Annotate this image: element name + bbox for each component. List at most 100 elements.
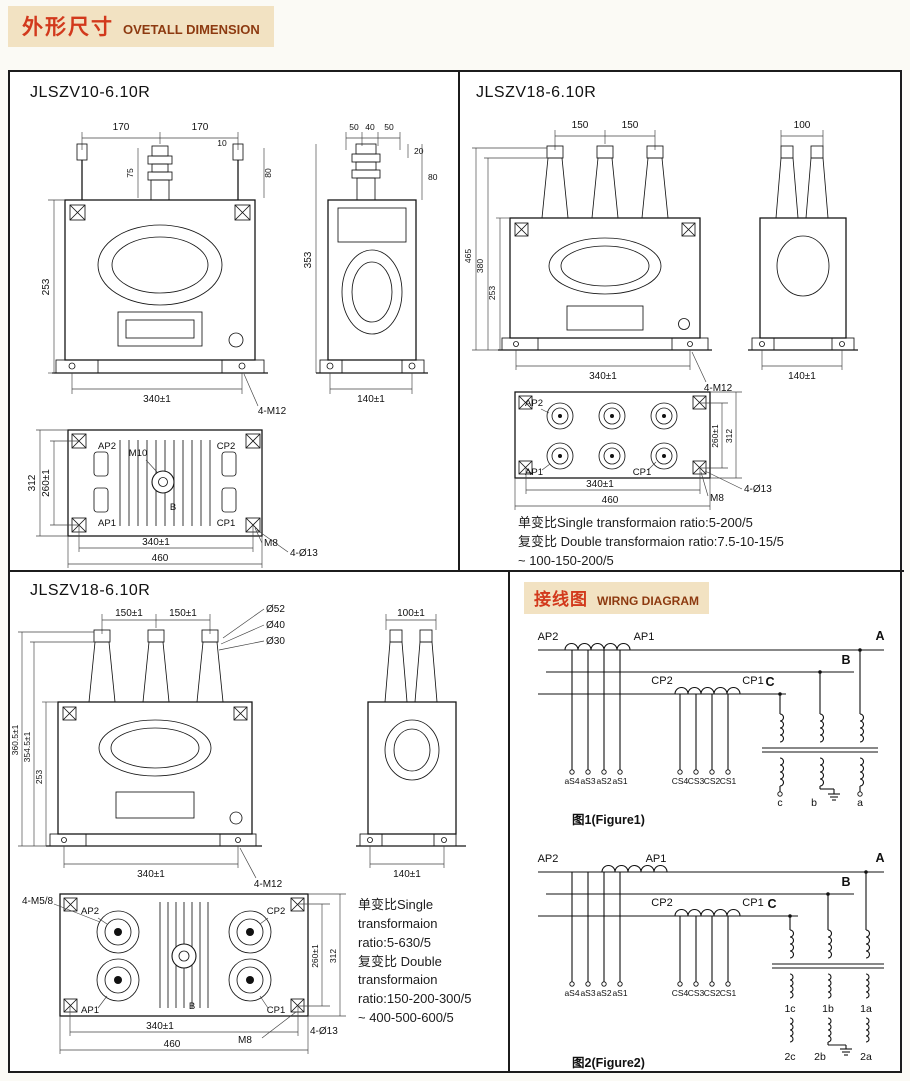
dim-label: 140±1 bbox=[357, 394, 385, 405]
terminal-label: B bbox=[170, 502, 176, 513]
winding-label: AP2 bbox=[538, 853, 559, 865]
ratio-line: ~ 400-500-600/5 bbox=[358, 1010, 454, 1026]
winding-label: CP1 bbox=[742, 675, 763, 687]
dim-label: 460 bbox=[152, 553, 169, 564]
phase-label: A bbox=[875, 851, 884, 865]
bolt-callout: 4-M12 bbox=[254, 879, 283, 890]
dim-label: 380 bbox=[475, 259, 485, 273]
dim-label: 50 bbox=[349, 122, 359, 132]
output-label: 1b bbox=[822, 1003, 834, 1015]
jlszv18-dimension-drawing: 150 150 465 380 253 340±1 bbox=[463, 120, 858, 510]
dim-label: 340±1 bbox=[143, 394, 171, 405]
terminal-label: AP1 bbox=[98, 518, 116, 529]
output-label: 1c bbox=[784, 1003, 795, 1015]
dim-label: 312 bbox=[724, 429, 734, 443]
dim-label: 253 bbox=[41, 278, 52, 295]
dim-label: 340±1 bbox=[142, 537, 170, 548]
tap-label: aS3 bbox=[580, 776, 595, 786]
terminal-label: CP2 bbox=[267, 906, 285, 917]
plan-view: 4-M5/8 AP2 CP2 AP1 CP1 B 260±1 312 340±1… bbox=[22, 893, 346, 1054]
winding-label: AP1 bbox=[634, 631, 655, 643]
ratio-line: 复变比 Double bbox=[358, 953, 442, 969]
dim-label: 460 bbox=[164, 1039, 181, 1050]
dim-label: 80 bbox=[428, 172, 438, 182]
phase-label: C bbox=[767, 897, 776, 911]
output-label: 1a bbox=[860, 1003, 872, 1015]
hole-callout: 4-Ø13 bbox=[744, 484, 772, 495]
wiring-title-zh: 接线图 bbox=[534, 590, 588, 609]
panel-wiring: 接线图 WIRNG DIAGRAM AP2 AP1 A B CP2 CP1 C bbox=[510, 572, 904, 1071]
output-label: c bbox=[777, 797, 782, 809]
tap-label: aS2 bbox=[596, 988, 611, 998]
dim-label: 10 bbox=[217, 138, 227, 148]
bolt-callout: M8 bbox=[238, 1035, 252, 1046]
dim-label: 50 bbox=[384, 122, 394, 132]
dim-label: 80 bbox=[263, 168, 273, 178]
dim-label: 140±1 bbox=[393, 869, 421, 880]
ratio-line: ratio:5-630/5 bbox=[358, 934, 431, 950]
tap-label: aS4 bbox=[564, 988, 579, 998]
ratio-note: 单变比Single transformaion ratio:5-200/5 复变… bbox=[518, 514, 896, 571]
dim-label: 40 bbox=[365, 122, 375, 132]
terminal-label: AP2 bbox=[98, 441, 116, 452]
dim-label: 465 bbox=[463, 249, 473, 263]
bolt-callout: 4-M5/8 bbox=[22, 896, 54, 907]
model-number: JLSZV18-6.10R bbox=[30, 582, 151, 599]
dim-label: 20 bbox=[414, 146, 424, 156]
tap-label: aS2 bbox=[596, 776, 611, 786]
winding-label: AP1 bbox=[646, 853, 667, 865]
side-view: 100 140±1 bbox=[748, 120, 858, 382]
tap-label: CS1 bbox=[720, 988, 737, 998]
hole-callout: 4-Ø13 bbox=[310, 1026, 338, 1037]
bolt-callout: 4-M12 bbox=[258, 406, 287, 417]
figure-caption: 图2(Figure2) bbox=[572, 1056, 645, 1070]
dim-label: Ø52 bbox=[266, 604, 285, 615]
dim-label: 260±1 bbox=[710, 424, 720, 448]
tap-label: CS2 bbox=[704, 776, 721, 786]
drawing-sheet: JLSZV10-6.10R 170 170 10 75 80 bbox=[8, 70, 904, 1073]
terminal-label: CP1 bbox=[633, 467, 651, 478]
model-number: JLSZV18-6.10R bbox=[476, 84, 597, 101]
dim-label: 460 bbox=[602, 495, 619, 506]
tap-label: CS4 bbox=[672, 776, 689, 786]
bolt-callout: M8 bbox=[710, 493, 724, 504]
winding-label: CP2 bbox=[651, 675, 672, 687]
figure-1: AP2 AP1 A B CP2 CP1 C aS4 aS3 aS2 aS1 CS bbox=[538, 629, 885, 827]
dim-label: 150±1 bbox=[169, 608, 197, 619]
dim-label: Ø40 bbox=[266, 620, 285, 631]
ratio-line: ~ 100-150-200/5 bbox=[518, 552, 614, 568]
winding-label: AP2 bbox=[538, 631, 559, 643]
tap-label: CS3 bbox=[688, 988, 705, 998]
terminal-label: CP2 bbox=[217, 441, 235, 452]
dim-label: 170 bbox=[113, 122, 130, 133]
phase-label: B bbox=[841, 653, 850, 667]
dim-label: 100±1 bbox=[397, 608, 425, 619]
ratio-line: ratio:150-200-300/5 bbox=[358, 991, 472, 1007]
model-number: JLSZV10-6.10R bbox=[30, 84, 151, 101]
plan-view: M10 AP2 CP2 AP1 CP1 B 312 260±1 340±1 46… bbox=[27, 429, 318, 568]
output-label: 2a bbox=[860, 1051, 872, 1063]
dim-label: 353 bbox=[303, 251, 314, 268]
dim-label: 100 bbox=[794, 120, 811, 131]
ratio-line: transformaion bbox=[358, 972, 438, 988]
dim-label: Ø30 bbox=[266, 636, 285, 647]
hole-callout: 4-Ø13 bbox=[290, 548, 318, 559]
winding-label: CP1 bbox=[742, 897, 763, 909]
ratio-line: transformaion bbox=[358, 915, 438, 931]
output-label: b bbox=[811, 797, 817, 809]
terminal-label: CP1 bbox=[217, 518, 235, 529]
output-label: 2c bbox=[784, 1051, 795, 1063]
ratio-line: 单变比Single transformaion ratio:5-200/5 bbox=[518, 515, 753, 530]
dim-label: 150±1 bbox=[115, 608, 143, 619]
tap-label: aS3 bbox=[580, 988, 595, 998]
dim-label: 260±1 bbox=[310, 944, 320, 968]
dim-label: 253 bbox=[487, 286, 497, 300]
wiring-title-en: WIRNG DIAGRAM bbox=[597, 594, 699, 608]
page-title-en: OVETALL DIMENSION bbox=[123, 22, 260, 37]
panel-jlszv18-a: JLSZV18-6.10R 150 150 465 380 bbox=[460, 72, 904, 572]
tap-label: CS4 bbox=[672, 988, 689, 998]
page-header-banner: 外形尺寸 OVETALL DIMENSION bbox=[8, 6, 274, 47]
tap-label: aS1 bbox=[612, 776, 627, 786]
tap-label: aS4 bbox=[564, 776, 579, 786]
page-title-zh: 外形尺寸 bbox=[22, 16, 114, 39]
